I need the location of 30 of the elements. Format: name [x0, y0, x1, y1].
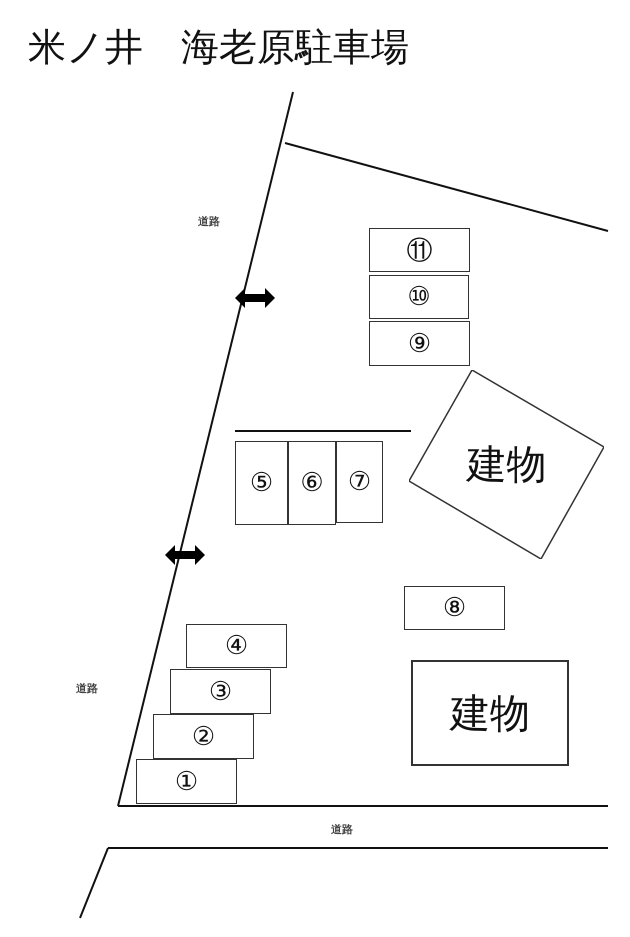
- title: 米ノ井 海老原駐車場: [28, 24, 409, 71]
- space-number: ⑩: [407, 282, 431, 312]
- parking-space: [186, 624, 287, 668]
- space-number: ⑥: [300, 468, 324, 498]
- parking-space: [288, 441, 336, 525]
- parking-space: [153, 714, 254, 759]
- building-label: 建物: [450, 690, 530, 738]
- parking-space: [235, 441, 288, 525]
- building-outline: [411, 660, 569, 766]
- space-number: ④: [224, 631, 248, 661]
- parking-space: [170, 669, 271, 714]
- parking-space: [369, 228, 470, 272]
- space-number: ⑦: [348, 467, 372, 497]
- space-number: ①: [174, 766, 198, 796]
- parking-space: [336, 441, 383, 523]
- road-label: 道路: [331, 822, 353, 837]
- space-number: ③: [208, 676, 232, 706]
- road-label: 道路: [76, 681, 98, 696]
- space-number: ⑪: [406, 234, 432, 268]
- road-label: 道路: [198, 214, 220, 229]
- space-number: ⑤: [250, 468, 274, 498]
- building-label: 建物: [466, 441, 546, 490]
- parking-space: [136, 759, 237, 804]
- space-number: ⑧: [442, 593, 466, 623]
- parking-space: [369, 321, 470, 366]
- parking-space: [404, 586, 505, 630]
- building-outline: [409, 370, 604, 559]
- parking-space: [369, 275, 469, 319]
- space-number: ②: [192, 722, 216, 752]
- space-number: ⑨: [408, 328, 432, 358]
